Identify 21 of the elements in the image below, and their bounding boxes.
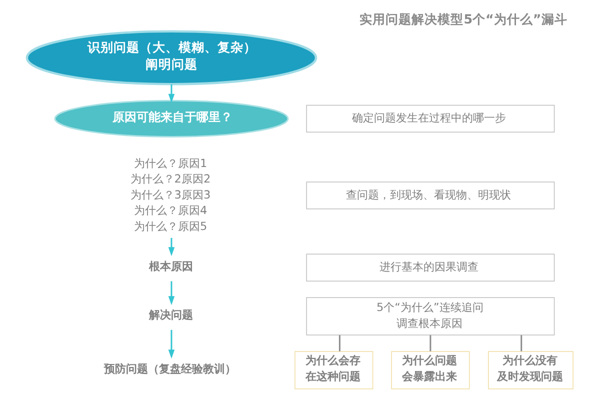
node-box: 进行基本的因果调查 [306,254,555,282]
node-text: 为什么？原因1 为什么？2原因2 为什么？3原因3 为什么？原因4 为什么？原因5 [130,156,211,233]
node-box: 为什么没有及时发现问题 [488,351,574,390]
node-box: 为什么问题会暴露出来 [391,351,470,390]
arrow [168,281,175,306]
arrow [168,238,175,256]
connector [430,335,432,352]
node-text: 解决问题 [149,308,194,322]
node-box: 确定问题发生在过程中的哪一步 [306,104,555,133]
node-ellipse: 原因可能来自于哪里？ [54,100,289,138]
arrow [168,330,175,359]
node-text: 根本原因 [149,260,194,273]
node-box: 查问题，到现场、看现物、明现状 [306,182,555,210]
node-box: 为什么会存在这种问题 [294,351,374,390]
diagram-title: 实用问题解决模型5个“为什么”漏斗 [360,12,568,27]
node-text: 预防问题（复盘经验教训） [104,362,236,376]
node-ellipse: 识别问题（大、模糊、复杂） 阐明问题 [26,30,318,86]
connector [520,335,522,352]
node-box: 5个“为什么”连续追问调查根本原因 [306,297,555,336]
connector [338,335,340,352]
arrow [168,84,175,103]
